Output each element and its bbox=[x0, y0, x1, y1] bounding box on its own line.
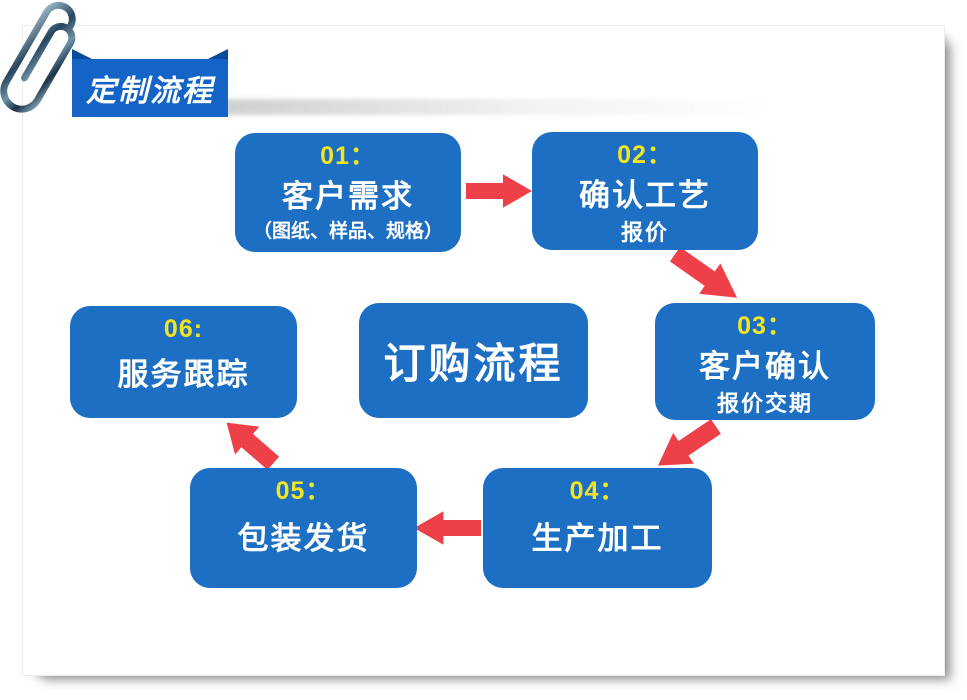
step-box-06: 06: 服务跟踪 bbox=[70, 306, 297, 418]
step-04-number: 04： bbox=[569, 477, 626, 505]
step-06-title: 服务跟踪 bbox=[117, 357, 250, 393]
step-03-subtitle: 报价交期 bbox=[716, 390, 813, 416]
step-box-05: 05： 包装发货 bbox=[190, 468, 417, 588]
step-box-04: 04： 生产加工 bbox=[483, 468, 712, 588]
step-01-subtitle: （图纸、样品、规格） bbox=[252, 220, 443, 242]
step-03-number: 03： bbox=[737, 312, 793, 340]
step-02-title: 确认工艺 bbox=[579, 177, 711, 213]
step-02-number: 02： bbox=[617, 141, 673, 169]
paperclip-icon bbox=[0, 1, 76, 113]
step-box-01: 01： 客户需求 （图纸、样品、规格） bbox=[235, 133, 461, 252]
banner-fold-right bbox=[206, 49, 228, 60]
center-box-title: 订购流程 bbox=[383, 340, 564, 387]
step-03-title: 客户确认 bbox=[699, 348, 831, 384]
step-01-number: 01： bbox=[320, 142, 376, 170]
step-05-title: 包装发货 bbox=[237, 521, 370, 557]
step-04-title: 生产加工 bbox=[531, 521, 664, 557]
step-05-number: 05： bbox=[275, 477, 332, 505]
banner-fold-left bbox=[72, 49, 94, 60]
center-box: 订购流程 bbox=[359, 303, 588, 418]
banner-shadow bbox=[226, 99, 774, 115]
step-01-title: 客户需求 bbox=[282, 178, 414, 214]
step-06-number: 06: bbox=[163, 315, 204, 343]
step-box-03: 03： 客户确认 报价交期 bbox=[655, 303, 875, 420]
step-02-subtitle: 报价 bbox=[620, 219, 669, 245]
banner: 定制流程 bbox=[72, 59, 228, 117]
step-box-02: 02： 确认工艺 报价 bbox=[532, 132, 758, 250]
banner-title: 定制流程 bbox=[86, 75, 214, 108]
